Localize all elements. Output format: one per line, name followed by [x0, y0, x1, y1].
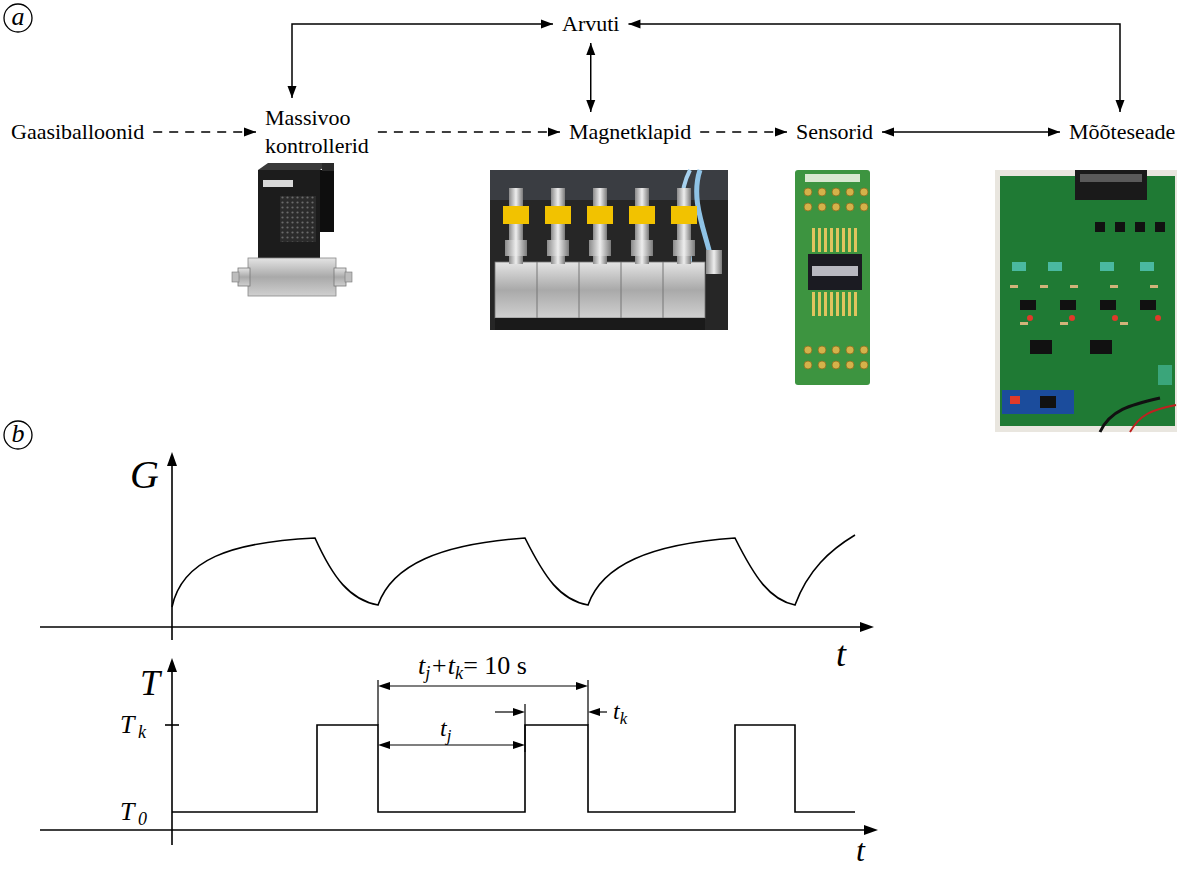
- arrow-head: [775, 128, 787, 137]
- dashed-flow-arrow: [700, 128, 787, 137]
- dashed-flow-arrow: [153, 128, 256, 137]
- arrow-head: [586, 100, 595, 112]
- axis-label: k: [138, 723, 146, 741]
- flow-node: Mõõteseade: [1066, 116, 1178, 148]
- node-label: Gaasiballoonid: [11, 118, 144, 146]
- axis-label: T: [120, 712, 134, 738]
- panel-circle: [4, 4, 32, 32]
- signal-arrow: [882, 128, 1060, 137]
- arrow-head: [628, 20, 640, 29]
- signal-arrow: [586, 43, 595, 112]
- axis-label: +t: [430, 651, 455, 680]
- arrow-head: [288, 86, 297, 98]
- panel-letter: a: [4, 3, 32, 31]
- flow-node: Massivoo kontrollerid: [262, 102, 372, 162]
- flow-node: Sensorid: [793, 116, 876, 148]
- signal-arrow: [628, 20, 1124, 113]
- axis-label: T: [140, 665, 160, 701]
- node-label: Arvuti: [562, 10, 619, 38]
- axis-label: 0: [138, 810, 147, 828]
- connector-line: [378, 131, 560, 133]
- subscript: k: [455, 663, 463, 683]
- arrow-head: [586, 43, 595, 55]
- node-label: Magnetklapid: [569, 118, 691, 146]
- axis-label: t: [613, 698, 620, 724]
- subscript: j: [447, 726, 452, 745]
- arrow-head: [548, 128, 560, 137]
- t-plot: [40, 658, 878, 845]
- arrow-head: [882, 128, 894, 137]
- dashed-flow-arrow: [378, 128, 560, 137]
- axis-label: t: [856, 834, 865, 866]
- connector-line: [882, 131, 1060, 133]
- axis-label: = 10 s: [463, 651, 527, 680]
- mass-flow-controller-photo: [232, 163, 352, 296]
- connector-line: [700, 131, 787, 133]
- panel-circle: [4, 421, 32, 449]
- sensor-board-photo: [795, 170, 870, 385]
- node-label: Mõõteseade: [1069, 118, 1175, 146]
- dimension-label: tj: [440, 716, 451, 740]
- flow-node: Magnetklapid: [566, 116, 694, 148]
- connector-line: [153, 131, 256, 133]
- g-plot: [40, 452, 874, 640]
- arrow-head: [1116, 100, 1125, 112]
- connector-line: [628, 24, 1120, 112]
- flow-node: Gaasiballoonid: [8, 116, 147, 148]
- axis-label: T: [120, 799, 134, 825]
- subscript: j: [425, 663, 430, 683]
- node-label: Massivoo kontrollerid: [265, 104, 369, 160]
- axis-label: G: [130, 455, 159, 495]
- connector-line: [292, 24, 553, 98]
- subscript: k: [620, 709, 627, 728]
- solenoid-valves-photo: [490, 170, 728, 330]
- node-label: Sensorid: [796, 118, 873, 146]
- panel-letter: b: [4, 420, 32, 448]
- axis-label: t: [440, 715, 447, 741]
- axis-label: t: [836, 636, 846, 672]
- arrow-head: [1048, 128, 1060, 137]
- signal-arrow: [288, 20, 554, 99]
- axis-label: t: [418, 651, 425, 680]
- flow-node: Arvuti: [559, 8, 622, 40]
- measurement-board-photo: [995, 170, 1177, 432]
- arrow-head: [541, 20, 553, 29]
- dimension-label: tj+tk= 10 s: [418, 653, 527, 679]
- arrow-head: [244, 128, 256, 137]
- dimension-label: tk: [613, 699, 627, 723]
